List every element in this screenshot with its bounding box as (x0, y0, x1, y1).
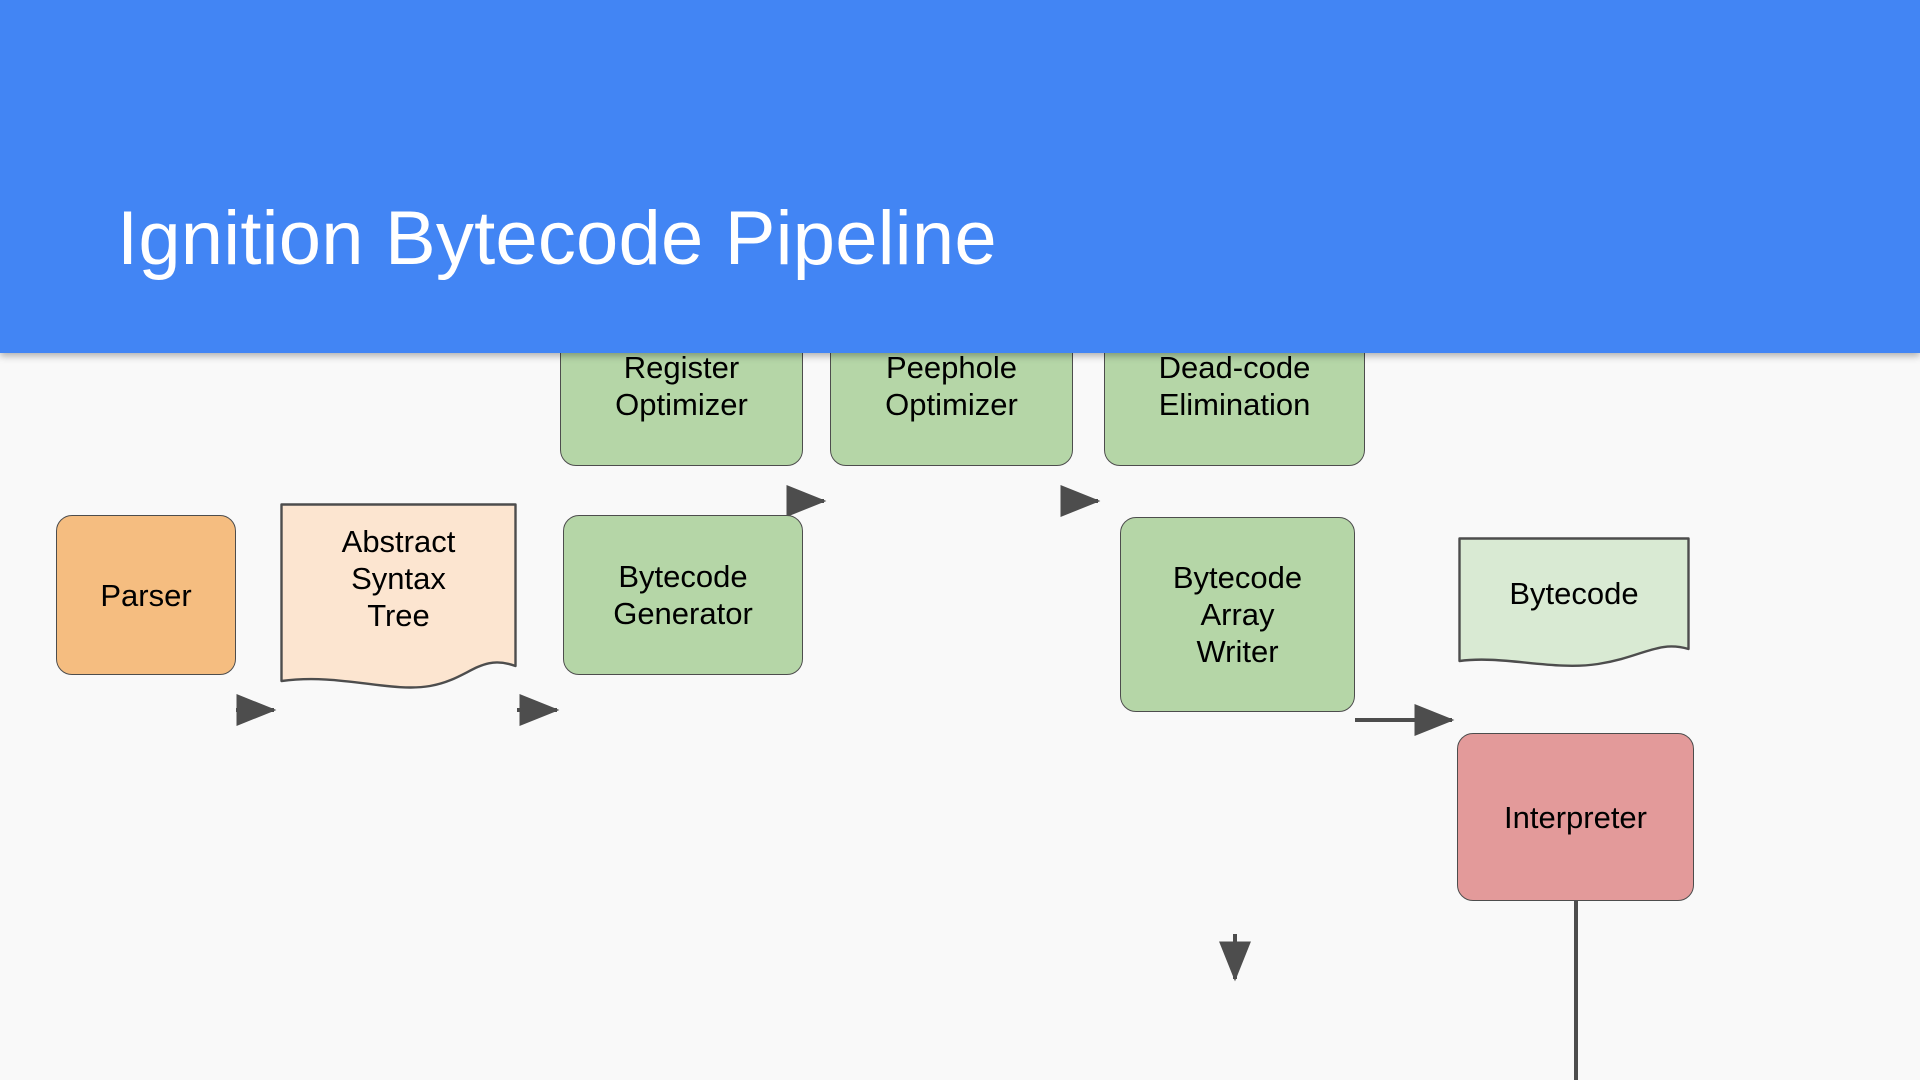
node-bytecode-generator-label: Bytecode Generator (613, 559, 753, 631)
title-banner: Ignition Bytecode Pipeline (0, 0, 1920, 353)
node-bytecode[interactable]: Bytecode (1458, 537, 1690, 672)
node-bytecode-generator[interactable]: Bytecode Generator (563, 515, 803, 675)
node-interpreter-label: Interpreter (1503, 799, 1647, 835)
document-shape-icon (280, 503, 517, 689)
node-abstract-syntax-tree[interactable]: Abstract Syntax Tree (280, 503, 517, 693)
node-bytecode-array-writer-label: Bytecode Array Writer (1172, 560, 1303, 669)
node-parser[interactable]: Parser (56, 515, 236, 675)
node-bytecode-label: Bytecode (1509, 575, 1639, 611)
document-shape-icon (1458, 537, 1690, 667)
node-register-optimizer-label: Register Optimizer (615, 349, 748, 422)
node-abstract-syntax-tree-label: Abstract Syntax Tree (341, 523, 456, 633)
node-parser-label: Parser (100, 577, 192, 613)
node-peephole-optimizer-label: Peephole Optimizer (885, 349, 1018, 422)
node-bytecode-array-writer[interactable]: Bytecode Array Writer (1120, 517, 1355, 712)
page-title: Ignition Bytecode Pipeline (117, 196, 997, 281)
node-interpreter[interactable]: Interpreter (1457, 733, 1694, 901)
node-dead-code-elimination-label: Dead-code Elimination (1158, 349, 1311, 422)
diagram-canvas: Parser Abstract Syntax Tree Bytecode Gen… (0, 305, 1920, 1080)
